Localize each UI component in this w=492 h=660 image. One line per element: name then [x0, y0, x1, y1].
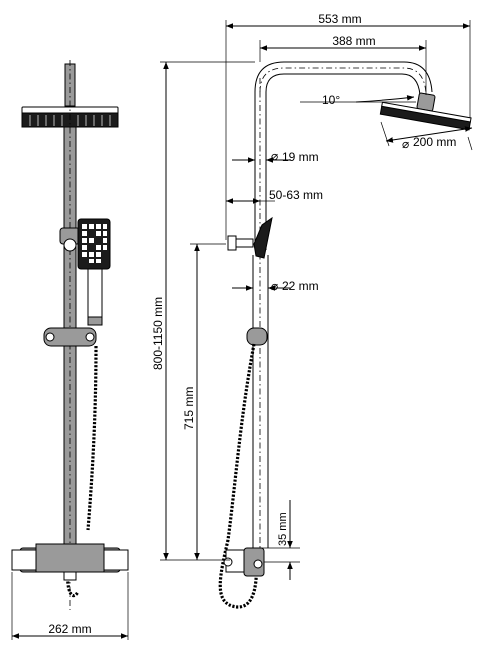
shower-arm	[254, 61, 433, 93]
upper-pipe-diameter-dimension: ⌀ 19 mm	[232, 149, 319, 164]
head-diameter-symbol: ⌀	[402, 137, 409, 151]
side-thermostat-mixer	[223, 547, 265, 577]
height-range-dimension: 800-1150 mm	[151, 61, 255, 561]
front-hose	[86, 345, 98, 531]
inlet-offset-dimension: 35 mm	[260, 500, 300, 580]
side-hose	[218, 343, 258, 609]
lower-pipe-diameter-symbol: ⌀	[271, 279, 278, 293]
overall-width-dimension: 553 mm	[225, 12, 471, 240]
lower-pipe-diameter-label: 22 mm	[282, 279, 319, 293]
front-thermostat-mixer	[11, 543, 129, 581]
front-lower-bracket	[43, 327, 97, 347]
holder-height-label: 715 mm	[182, 387, 196, 430]
arm-length-label: 388 mm	[332, 34, 375, 48]
wall-distance-dimension: 50-63 mm	[226, 188, 323, 204]
arm-length-dimension: 388 mm	[259, 34, 427, 95]
head-diameter-dimension: ⌀ 200 mm	[380, 121, 473, 151]
lower-pipe-diameter-dimension: ⌀ 22 mm	[232, 279, 319, 293]
arm-angle-annotation: 10°	[300, 93, 416, 107]
side-shower-head	[379, 101, 472, 131]
side-view: 553 mm 388 mm 10° ⌀ 200 mm ⌀ 1	[151, 12, 473, 609]
front-handshower-holder	[59, 227, 81, 252]
overall-width-label: 553 mm	[318, 12, 361, 26]
side-handshower-holder	[227, 216, 273, 259]
height-range-label: 800-1150 mm	[151, 297, 165, 370]
inlet-offset-label: 35 mm	[277, 512, 289, 546]
front-hand-shower	[77, 218, 111, 326]
upper-pipe-diameter-symbol: ⌀	[271, 149, 278, 163]
upper-pipe-diameter-label: 19 mm	[282, 150, 319, 164]
head-diameter-label: 200 mm	[413, 135, 456, 149]
holder-height-dimension: 715 mm	[182, 243, 226, 560]
wall-distance-label: 50-63 mm	[269, 188, 323, 202]
side-lower-bracket	[246, 327, 268, 346]
base-width-dimension: 262 mm	[11, 572, 129, 640]
base-width-label: 262 mm	[48, 622, 91, 636]
front-view: 262 mm	[11, 60, 129, 640]
arm-angle-label: 10°	[322, 93, 340, 107]
